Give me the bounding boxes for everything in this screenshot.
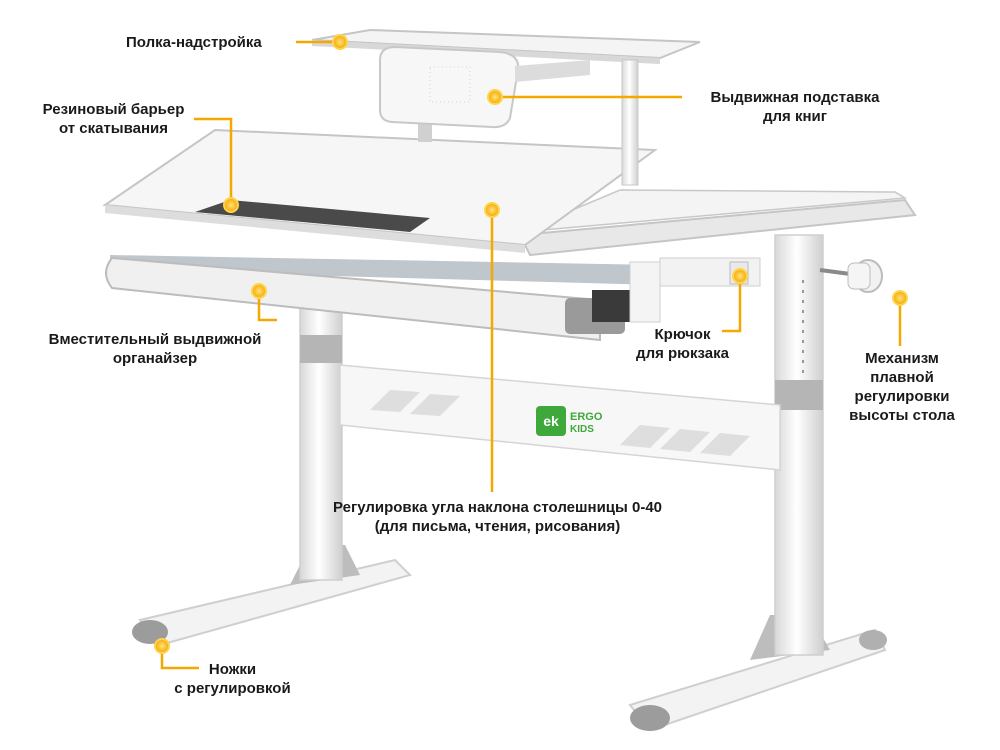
- callout-barrier-line1: Резиновый барьер: [42, 101, 185, 118]
- ergokids-logo: ek ERGO KIDS: [536, 406, 603, 436]
- callout-hook-line1: Крючок: [654, 326, 711, 343]
- marker-book-stand: [487, 89, 503, 105]
- callout-barrier: Резиновый барьер от скатывания: [36, 100, 191, 138]
- callout-organizer: Вместительный выдвижной органайзер: [30, 330, 280, 368]
- callout-legs: Ножки с регулировкой: [150, 660, 315, 698]
- callout-mechanism-line2: плавной: [870, 369, 934, 386]
- right-foot: [628, 615, 887, 732]
- book-stand: [379, 45, 590, 129]
- marker-shelf: [332, 34, 348, 50]
- fixed-tabletop: [518, 189, 917, 287]
- callout-tilt: Регулировка угла наклона столешницы 0-40…: [330, 498, 665, 536]
- callout-organizer-line2: органайзер: [112, 350, 198, 367]
- callout-legs-line1: Ножки: [208, 661, 257, 678]
- marker-mechanism: [892, 290, 908, 306]
- callout-mechanism: Механизм плавной регулировки высоты стол…: [836, 349, 968, 425]
- callout-hook: Крючок для рюкзака: [620, 325, 745, 363]
- callout-hook-line2: для рюкзака: [636, 345, 729, 362]
- left-leg: [299, 299, 343, 581]
- callout-mechanism-line3: регулировки: [854, 388, 950, 405]
- callout-shelf: Полка-надстройка: [126, 33, 262, 52]
- callout-lines: [160, 40, 902, 670]
- svg-text:ERGO: ERGO: [570, 411, 603, 423]
- drawer-organizer: [105, 255, 661, 342]
- marker-legs: [154, 638, 170, 654]
- top-shelf: [311, 28, 701, 186]
- callout-shelf-text: Полка-надстройка: [126, 34, 262, 51]
- svg-text:KIDS: KIDS: [570, 424, 594, 435]
- marker-barrier: [223, 197, 239, 213]
- callout-mechanism-line1: Механизм: [865, 350, 939, 367]
- tilting-tabletop: [102, 128, 658, 253]
- callout-book-stand: Выдвижная подставка для книг: [690, 88, 900, 126]
- callout-mechanism-line4: высоты стола: [849, 407, 955, 424]
- callout-organizer-line1: Вместительный выдвижной: [48, 331, 262, 348]
- left-foot: [132, 545, 412, 647]
- marker-organizer: [251, 283, 267, 299]
- callout-markers: [154, 34, 908, 654]
- callout-legs-line2: с регулировкой: [174, 680, 291, 697]
- callout-book-stand-line2: для книг: [762, 108, 827, 125]
- callout-barrier-line2: от скатывания: [58, 120, 169, 137]
- callout-book-stand-line1: Выдвижная подставка: [710, 89, 880, 106]
- height-crank: [819, 259, 883, 293]
- callout-tilt-line2: (для письма, чтения, рисования): [374, 518, 621, 535]
- marker-hook: [732, 268, 748, 284]
- marker-tilt: [484, 202, 500, 218]
- svg-text:ek: ek: [543, 413, 559, 429]
- callout-tilt-line1: Регулировка угла наклона столешницы 0-40: [332, 499, 663, 516]
- right-leg: [774, 234, 824, 656]
